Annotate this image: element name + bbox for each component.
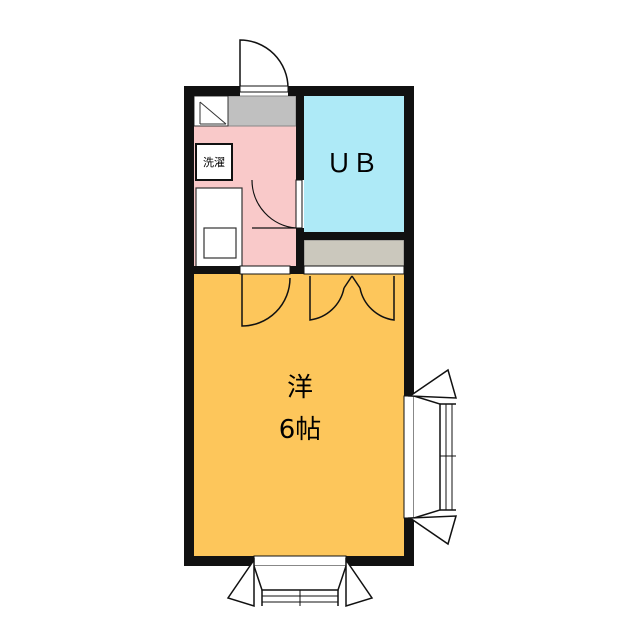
room-door-sill bbox=[239, 265, 291, 275]
bath-shelf bbox=[303, 239, 405, 267]
bath-label: ＵＢ bbox=[326, 149, 378, 179]
laundry-label: 洗濯 bbox=[203, 156, 225, 169]
western-room-label: 洋 bbox=[287, 373, 313, 403]
kitchen-counter bbox=[195, 187, 243, 269]
room-door-swing bbox=[241, 274, 291, 327]
entry-step bbox=[193, 95, 229, 127]
closet-sill bbox=[303, 265, 405, 275]
closet-doors bbox=[309, 275, 395, 321]
entrance-door bbox=[239, 39, 289, 93]
right-bay-window bbox=[403, 368, 458, 546]
walls bbox=[184, 86, 414, 566]
bath-door-swing bbox=[251, 179, 297, 229]
bath-door-frame bbox=[295, 179, 303, 229]
western-room-size: 6帖 bbox=[279, 415, 322, 445]
western-room bbox=[194, 274, 404, 556]
bathroom bbox=[304, 96, 404, 232]
entry-shelf bbox=[227, 95, 297, 127]
laundry-space: 洗濯 bbox=[195, 143, 233, 181]
bottom-bay-window bbox=[226, 555, 374, 608]
